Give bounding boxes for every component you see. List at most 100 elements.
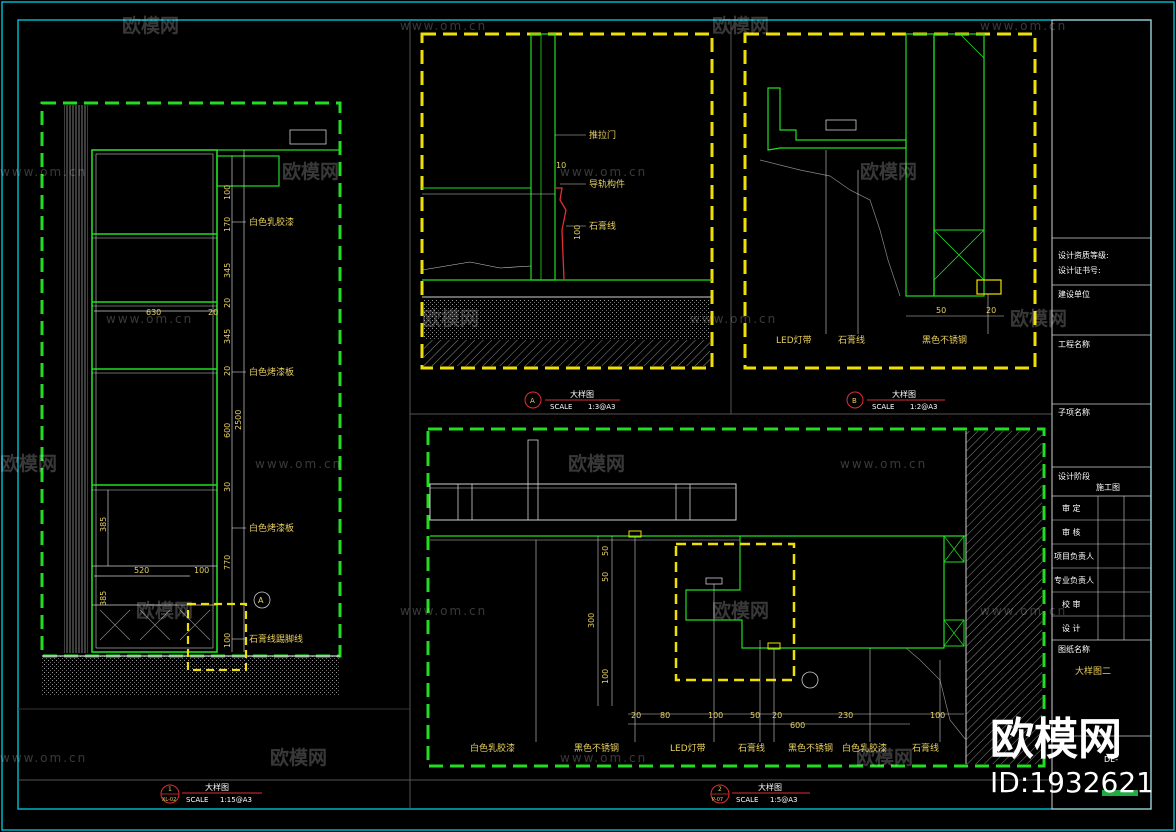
watermark-brand-5: 欧模网: [422, 307, 479, 330]
panel-b-ceiling-profile: [767, 87, 907, 151]
panel-2-scale-label: SCALE: [736, 796, 758, 804]
watermarks: 欧模网 欧模网 欧模网 欧模网 欧模网 欧模网 欧模网 欧模网 欧模网 欧模网 …: [0, 14, 1067, 769]
panel-1-title-circle-bottom: XL-02: [162, 797, 176, 803]
panel-2-cut-box: [426, 427, 1046, 768]
tb-drawing-no: DE-: [1104, 755, 1118, 764]
watermark-url-11: www.om.cn: [0, 751, 87, 765]
panel-1-top-box: [216, 155, 280, 187]
panel-2-label-2: 黑色不锈钢: [574, 742, 619, 754]
title-block: 设计资质等级: 设计证书号: 建设单位 工程名称 子项名称 设计阶段 施工图 审…: [1051, 19, 1152, 810]
panel-2-led: [705, 577, 723, 585]
panel-b-label-2: 石膏线: [838, 334, 865, 346]
watermark-url-10: www.om.cn: [980, 604, 1067, 618]
watermark-brand-11: 欧模网: [270, 746, 327, 769]
panel-2-dim-h-2: 80: [660, 711, 670, 720]
panel-1-ceiling-block: [289, 129, 327, 145]
panel-a-cut-box: [420, 32, 714, 370]
panel-b-title-circle-top: B: [852, 397, 857, 405]
panel-1-dim-text-1: 100: [223, 185, 232, 200]
tb-role-4: 专业负责人: [1054, 575, 1094, 585]
watermark-url-6: www.om.cn: [690, 312, 777, 326]
panel-1-dim-text-5: 345: [223, 329, 232, 344]
panel-1-dim-text-20: 20: [208, 308, 218, 317]
panel-1-dim-text-4: 20: [223, 298, 232, 308]
panel-1-dim-text-520: 520: [134, 566, 149, 575]
panel-a-label-3: 石膏线: [589, 220, 616, 232]
panel-1-wall-hatch: [64, 105, 88, 653]
panel-1-dim-text-6: 20: [223, 366, 232, 376]
panel-2-label-4: 石膏线: [738, 742, 765, 754]
stamp-id: ID:1932621: [990, 766, 1154, 799]
panel-2-hanger: [527, 439, 539, 521]
panel-1-dim-text-385b: 385: [99, 591, 108, 606]
panel-a-title: 大样图: [570, 389, 594, 399]
panel-b-led: [825, 119, 857, 131]
panel-2-dim-v-2: 50: [601, 572, 610, 582]
panel-2-dim-h-7: 100: [930, 711, 945, 720]
watermark-brand-8: 欧模网: [568, 452, 625, 475]
watermark-brand-7: 欧模网: [0, 452, 57, 475]
panel-2-section: 20 80 100 50 20 230 100 600 50 50 300 10…: [426, 427, 1046, 804]
panel-2-bracket-2: [675, 483, 691, 521]
panel-1-elevation: 白色乳胶漆 白色烤漆板 白色烤漆板 石膏线踢脚线 100 170 345 20 …: [40, 101, 342, 804]
watermark-brand-12: 欧模网: [856, 746, 913, 769]
panel-1-label-2: 白色烤漆板: [249, 366, 294, 378]
panel-2-title-circle-bottom: P-07: [712, 797, 723, 803]
tb-green-tag: [1102, 790, 1138, 796]
panel-b-dim-50: 50: [936, 306, 946, 315]
panel-a-label-2: 导轨构件: [589, 178, 625, 190]
panel-b-scale-value: 1:2@A3: [910, 403, 938, 411]
panel-2-dim-v-3: 300: [587, 613, 596, 628]
panel-2-label-5: 黑色不锈钢: [788, 742, 833, 754]
panel-1-dim-text-7: 600: [223, 423, 232, 438]
panel-1-dim-text-100: 100: [194, 566, 209, 575]
watermark-url-5: www.om.cn: [106, 312, 193, 326]
panel-1-floor-hatch: [42, 656, 340, 696]
panel-1-dim-text-2: 170: [223, 217, 232, 232]
tb-role-3: 项目负责人: [1054, 551, 1094, 561]
panel-2-dim-h-3: 100: [708, 711, 723, 720]
panel-2-title: 大样图: [758, 782, 782, 792]
tb-drawing-name-label: 图纸名称: [1058, 644, 1090, 654]
panel-1-label-1: 白色乳胶漆: [249, 216, 294, 228]
panel-2-label-1: 白色乳胶漆: [470, 742, 515, 754]
panel-b-steel: [976, 279, 1002, 295]
panel-b-title-circle: [846, 391, 864, 409]
watermark-brand-1: 欧模网: [122, 14, 179, 37]
panel-2-dim-h-6: 230: [838, 711, 853, 720]
panel-1-title-circle-top: 1: [168, 786, 172, 793]
watermark-brand-9: 欧模网: [136, 599, 193, 622]
panel-a-dim-10: 10: [556, 161, 566, 170]
panel-2-label-3: LED灯带: [670, 743, 706, 754]
panel-a-bottom-profile: [421, 261, 532, 271]
tb-role-2: 审 核: [1062, 527, 1081, 537]
panel-1-drawer-cross: [99, 609, 211, 641]
watermark-brand-2: 欧模网: [712, 14, 769, 37]
panel-2-wall-profile: [905, 647, 967, 741]
panel-b-scale-label: SCALE: [872, 403, 894, 411]
panel-2-label-6: 白色乳胶漆: [842, 742, 887, 754]
panel-2-scale-value: 1:5@A3: [770, 796, 798, 804]
title-block-frame: [1051, 19, 1152, 810]
panel-a-floor-dots: [424, 300, 710, 340]
tb-qualification: 设计资质等级:: [1058, 250, 1109, 260]
panel-1-cabinet-frame: [91, 149, 218, 653]
panel-a-dim-100: 100: [573, 225, 582, 240]
panel-a-label-1: 推拉门: [589, 129, 616, 141]
panel-1-label-4: 石膏线踢脚线: [249, 633, 303, 645]
tb-role-1: 审 定: [1062, 503, 1081, 513]
panel-1-dim-text-385a: 385: [99, 517, 108, 532]
watermark-brand-10: 欧模网: [712, 599, 769, 622]
watermark-url-3: www.om.cn: [0, 165, 87, 179]
watermark-brand-3: 欧模网: [282, 160, 339, 183]
source-stamp: 欧模网 ID:1932621: [990, 714, 1154, 799]
panel-2-callout-circle: [801, 671, 819, 689]
panel-1-scale-value: 1:15@A3: [220, 796, 252, 804]
panel-b-cut-box: [743, 32, 1037, 370]
watermark-url-2: www.om.cn: [980, 19, 1067, 33]
watermark-url-12: www.om.cn: [560, 751, 647, 765]
panel-a-scale-label: SCALE: [550, 403, 572, 411]
panel-1-title: 大样图: [205, 782, 229, 792]
